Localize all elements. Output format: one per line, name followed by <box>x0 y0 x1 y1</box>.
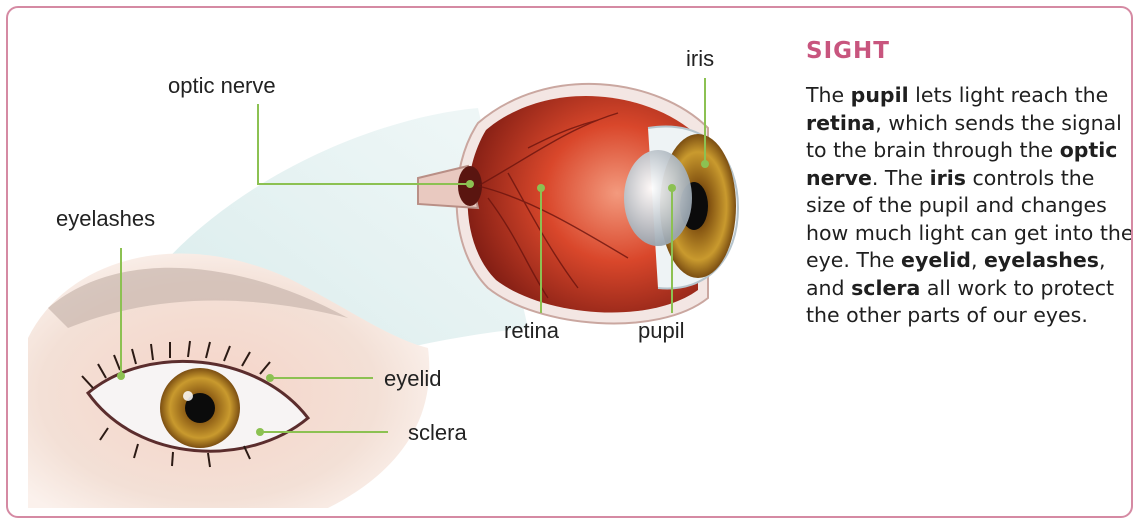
keyword: eyelashes <box>984 248 1099 272</box>
text-run: The <box>806 83 851 107</box>
keyword: pupil <box>851 83 909 107</box>
label-retina: retina <box>504 318 559 344</box>
panel-title: SIGHT <box>806 38 890 64</box>
keyword: iris <box>930 166 966 190</box>
label-eyelid: eyelid <box>384 366 441 392</box>
label-eyelashes: eyelashes <box>56 206 155 232</box>
label-pupil: pupil <box>638 318 684 344</box>
label-iris: iris <box>686 46 714 72</box>
keyword: retina <box>806 111 875 135</box>
keyword: eyelid <box>901 248 971 272</box>
sight-card: optic nerve iris eyelashes retina pupil … <box>6 6 1133 518</box>
text-run: , <box>971 248 984 272</box>
text-run: lets light reach the <box>909 83 1109 107</box>
text-run: . The <box>872 166 930 190</box>
label-optic-nerve: optic nerve <box>168 73 276 99</box>
panel-paragraph: The pupil lets light reach the retina, w… <box>806 82 1133 330</box>
keyword: sclera <box>851 276 920 300</box>
label-sclera: sclera <box>408 420 467 446</box>
